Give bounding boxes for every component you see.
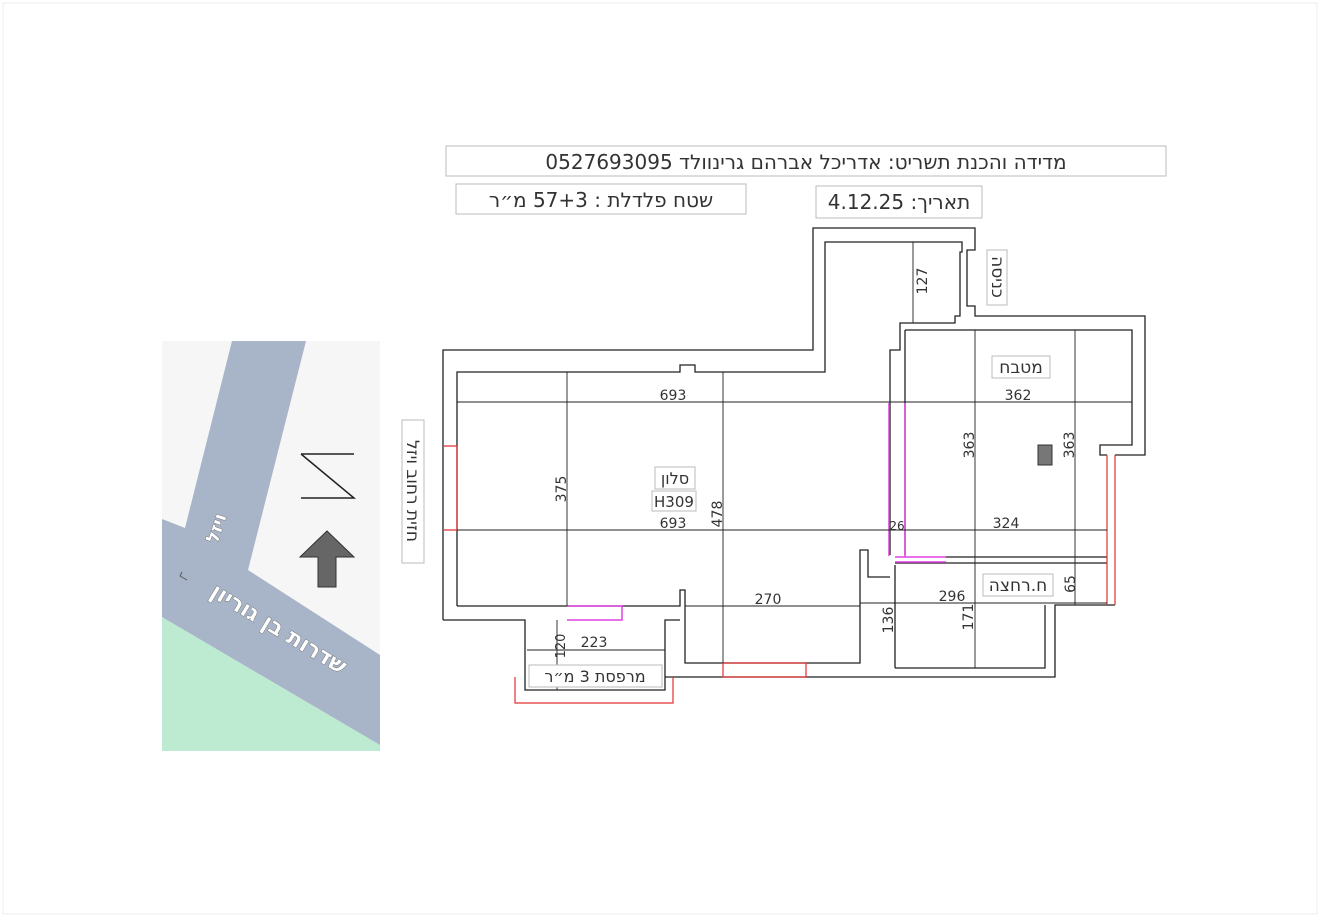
entrance-label: כניסה	[987, 256, 1007, 298]
kitchen-box	[991, 355, 1051, 379]
dim-kitchen-h1: 363	[962, 432, 978, 459]
street-facade-label: חזית רחוב ויזל	[402, 440, 422, 542]
room-balcony: מרפסת 3 מ״ר	[544, 667, 645, 686]
dim-corridor-w: 270	[755, 592, 782, 608]
dim-bath-h: 65	[1063, 575, 1079, 593]
dim-balcony-w: 223	[581, 635, 608, 651]
dimension-lines	[457, 242, 1132, 690]
title-box	[445, 145, 1167, 177]
room-living: סלון	[661, 469, 689, 488]
dim-kitchen-h2: 363	[1062, 432, 1078, 459]
dim-living-h2: 478	[710, 501, 726, 528]
north-arrow-icon	[298, 453, 357, 588]
room-bathroom: ח.רחצה	[989, 576, 1047, 596]
bathroom-box	[982, 573, 1054, 597]
dim-living-h1: 375	[554, 476, 570, 503]
location-map: ויזל שדרות בן גוריון	[162, 341, 380, 751]
title-text: מדידה והכנת תשריט: אדריכל אברהם גרינוולד…	[545, 150, 1066, 174]
balcony-box	[528, 664, 663, 688]
map-park	[162, 617, 380, 751]
facade-box	[401, 419, 425, 564]
dim-living-top: 693	[660, 388, 687, 404]
dim-bath-h2: 171	[961, 604, 977, 631]
room-living-height: H309	[654, 493, 694, 511]
dim-kitchen-w: 362	[1005, 388, 1032, 404]
height-box	[651, 490, 697, 512]
dim-living-mid: 693	[660, 516, 687, 532]
date-box	[815, 185, 983, 219]
dim-kitchen-w2: 324	[993, 516, 1020, 532]
dim-bath-w: 296	[939, 589, 966, 605]
area-text: שטח פלדלת : 57+3 מ״ר	[489, 188, 713, 212]
dimension-labels: 693 693 375 478 362 363 363 26 324 65 29…	[554, 268, 1079, 659]
column-icon	[1037, 444, 1053, 466]
entrance-box	[986, 249, 1008, 306]
map-road	[162, 341, 380, 745]
dim-bath-h1: 136	[881, 607, 897, 634]
map-arrow-icon	[179, 571, 188, 581]
title-block: מדידה והכנת תשריט: אדריכל אברהם גרינוולד…	[445, 145, 1167, 219]
dim-balcony-h: 120	[554, 634, 569, 659]
area-box	[455, 183, 747, 215]
dim-entrance-h: 127	[915, 268, 931, 295]
living-box	[654, 466, 696, 490]
dim-gap: 26	[889, 519, 904, 533]
room-kitchen: מטבח	[999, 358, 1043, 378]
date-text: תאריך: 4.12.25	[828, 190, 970, 214]
